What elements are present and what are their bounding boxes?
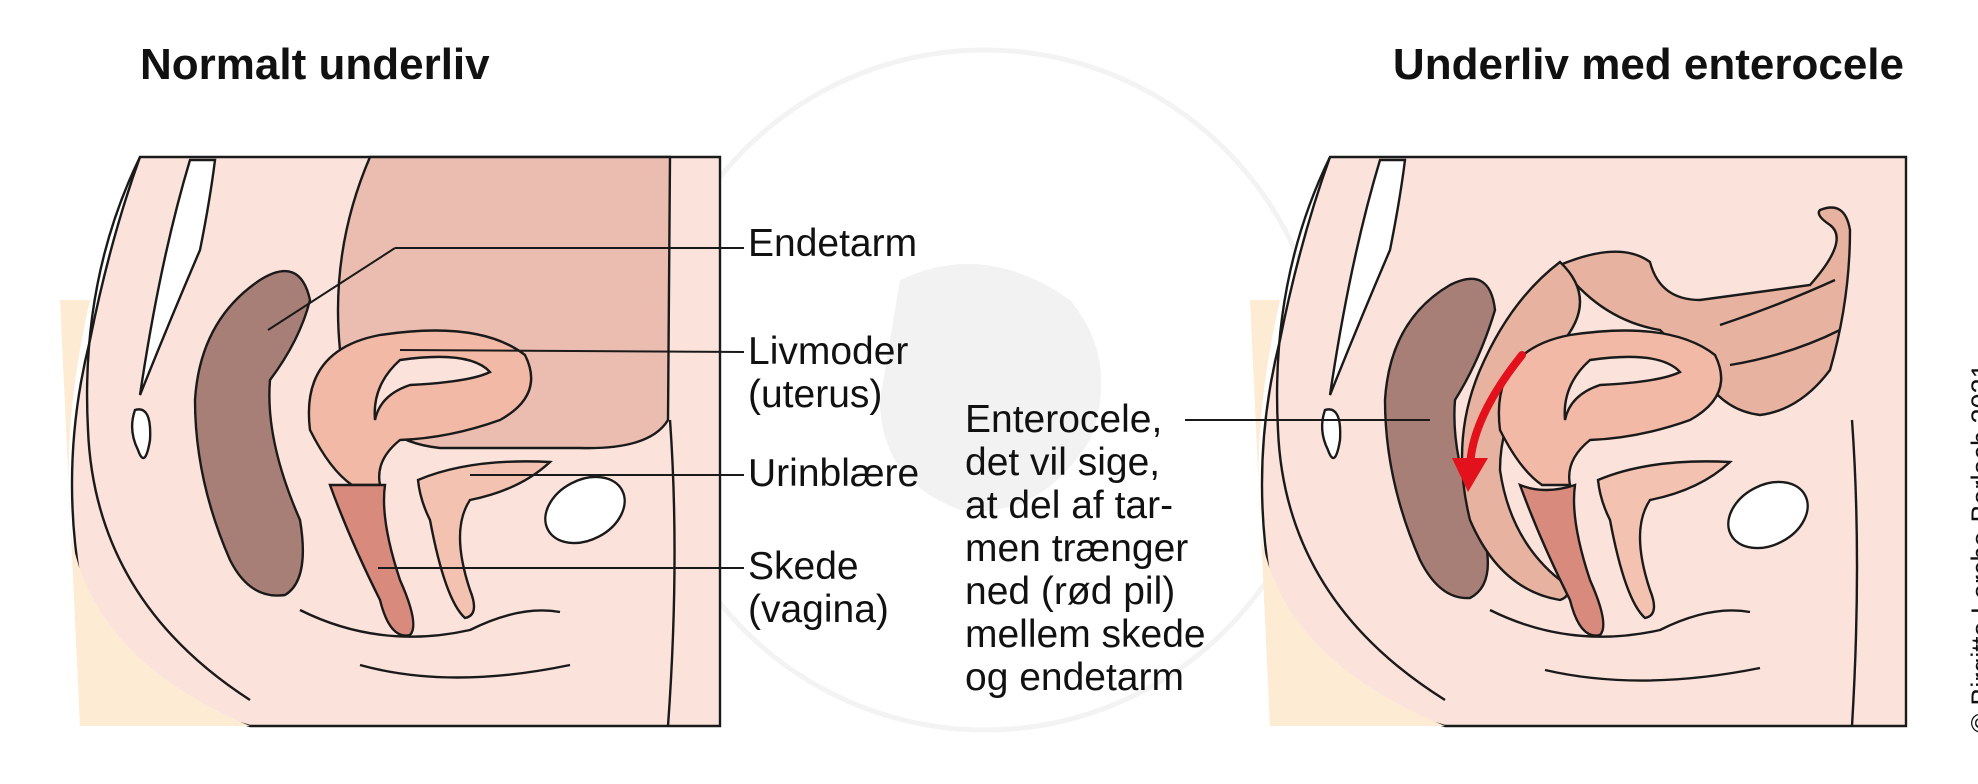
leader-livmoder — [399, 349, 745, 353]
bladder-right — [1596, 460, 1733, 620]
rectum-right — [1383, 277, 1497, 600]
label-urinblaere: Urinblære — [748, 452, 920, 495]
sacrum-left — [138, 158, 217, 396]
sacrum-right — [1328, 158, 1407, 396]
buttock-fat-right — [1250, 300, 1445, 726]
label-livmoder: Livmoder (uterus) — [748, 330, 909, 416]
label-skede: Skede (vagina) — [748, 545, 889, 631]
title-enterocele: Underliv med enterocele — [1392, 40, 1904, 89]
title-normal: Normalt underliv — [140, 40, 490, 89]
pubic-bone-left — [544, 475, 626, 545]
label-endetarm: Endetarm — [748, 222, 918, 265]
red-arrow-head — [1452, 458, 1488, 492]
vagina-left — [328, 483, 415, 637]
buttock-fat-left — [60, 300, 250, 726]
bladder-left — [416, 460, 553, 620]
leader-endetarm — [267, 247, 396, 331]
enterocele-anatomy-illustration — [1250, 155, 1908, 728]
vagina-right — [1517, 482, 1605, 637]
copyright-credit: © Birgitte Lerche-Barlach 2021 — [1966, 363, 1978, 733]
normal-anatomy-illustration — [60, 155, 722, 728]
leader-lines — [267, 247, 1430, 569]
pubic-bone-right — [1727, 480, 1809, 550]
rectum-left — [193, 269, 312, 597]
label-enterocele: Enterocele, det vil sige, at del af tar-… — [965, 398, 1206, 699]
